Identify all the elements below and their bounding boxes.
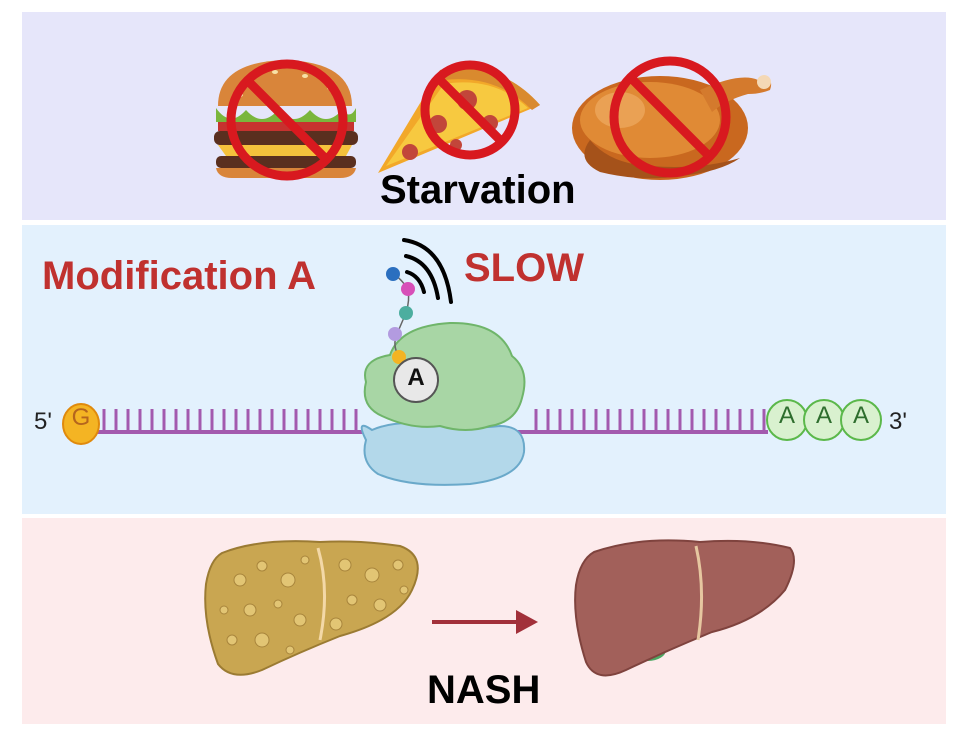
signal-waves-icon <box>402 238 453 304</box>
five-prime-label: 5' <box>34 408 52 435</box>
modification-a-badge <box>393 357 439 403</box>
pizza-slice-icon <box>378 68 540 173</box>
fatty-liver-icon <box>204 540 419 676</box>
modification-label: Modification A <box>42 254 317 298</box>
mrna-cap-g <box>62 403 100 445</box>
cap-letter: G <box>71 404 91 431</box>
arrow-right-icon <box>432 610 538 634</box>
peptide-chain <box>386 267 415 364</box>
roast-chicken-icon <box>572 75 772 180</box>
poly-a-letter: A <box>815 402 832 429</box>
nash-title: NASH <box>427 668 541 712</box>
starvation-title: Starvation <box>380 168 576 212</box>
three-prime-label: 3' <box>889 408 907 435</box>
ribosome-icon <box>360 321 526 486</box>
prohibited-icon <box>609 56 731 178</box>
poly-a-letter: A <box>778 402 795 429</box>
poly-a-tail <box>766 399 882 441</box>
ribosome-letter: A <box>407 364 425 391</box>
prohibited-icon <box>226 59 348 181</box>
poly-a-letter: A <box>852 402 869 429</box>
slow-label: SLOW <box>464 246 584 290</box>
prohibited-icon <box>420 60 520 160</box>
nash-liver-icon <box>574 539 795 677</box>
